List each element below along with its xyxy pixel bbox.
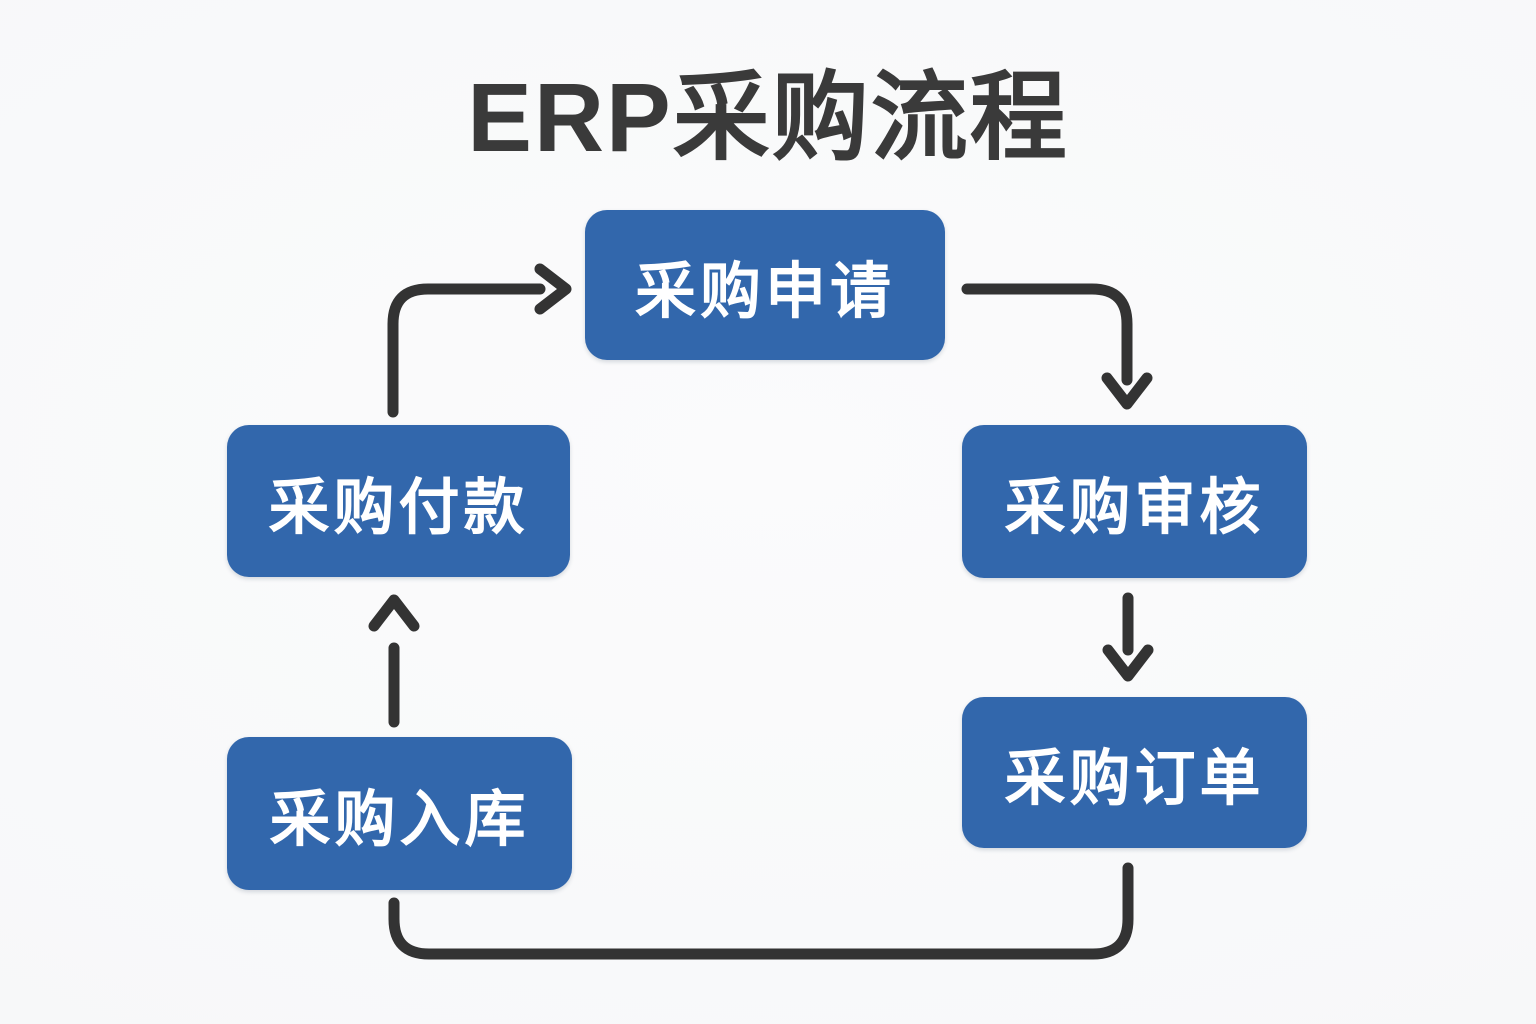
edge-review-to-order (1102, 592, 1154, 682)
arrowhead-down-icon (1101, 372, 1153, 410)
node-purchase-order: 采购订单 (962, 697, 1307, 848)
edge-order-to-inbound (388, 862, 1134, 960)
node-purchase-review: 采购审核 (962, 425, 1307, 578)
diagram-title: ERP采购流程 (467, 63, 1069, 172)
node-purchase-payment: 采购付款 (227, 425, 570, 577)
node-purchase-request: 采购申请 (585, 210, 945, 360)
arrowhead-right-icon (534, 263, 572, 315)
edge-payment-to-request (387, 263, 572, 418)
arrowhead-up-icon (368, 594, 420, 632)
edge-request-to-review (961, 283, 1153, 410)
arrowhead-down-icon (1102, 644, 1154, 682)
node-purchase-inbound: 采购入库 (227, 737, 572, 890)
edge-inbound-to-payment (368, 594, 420, 728)
